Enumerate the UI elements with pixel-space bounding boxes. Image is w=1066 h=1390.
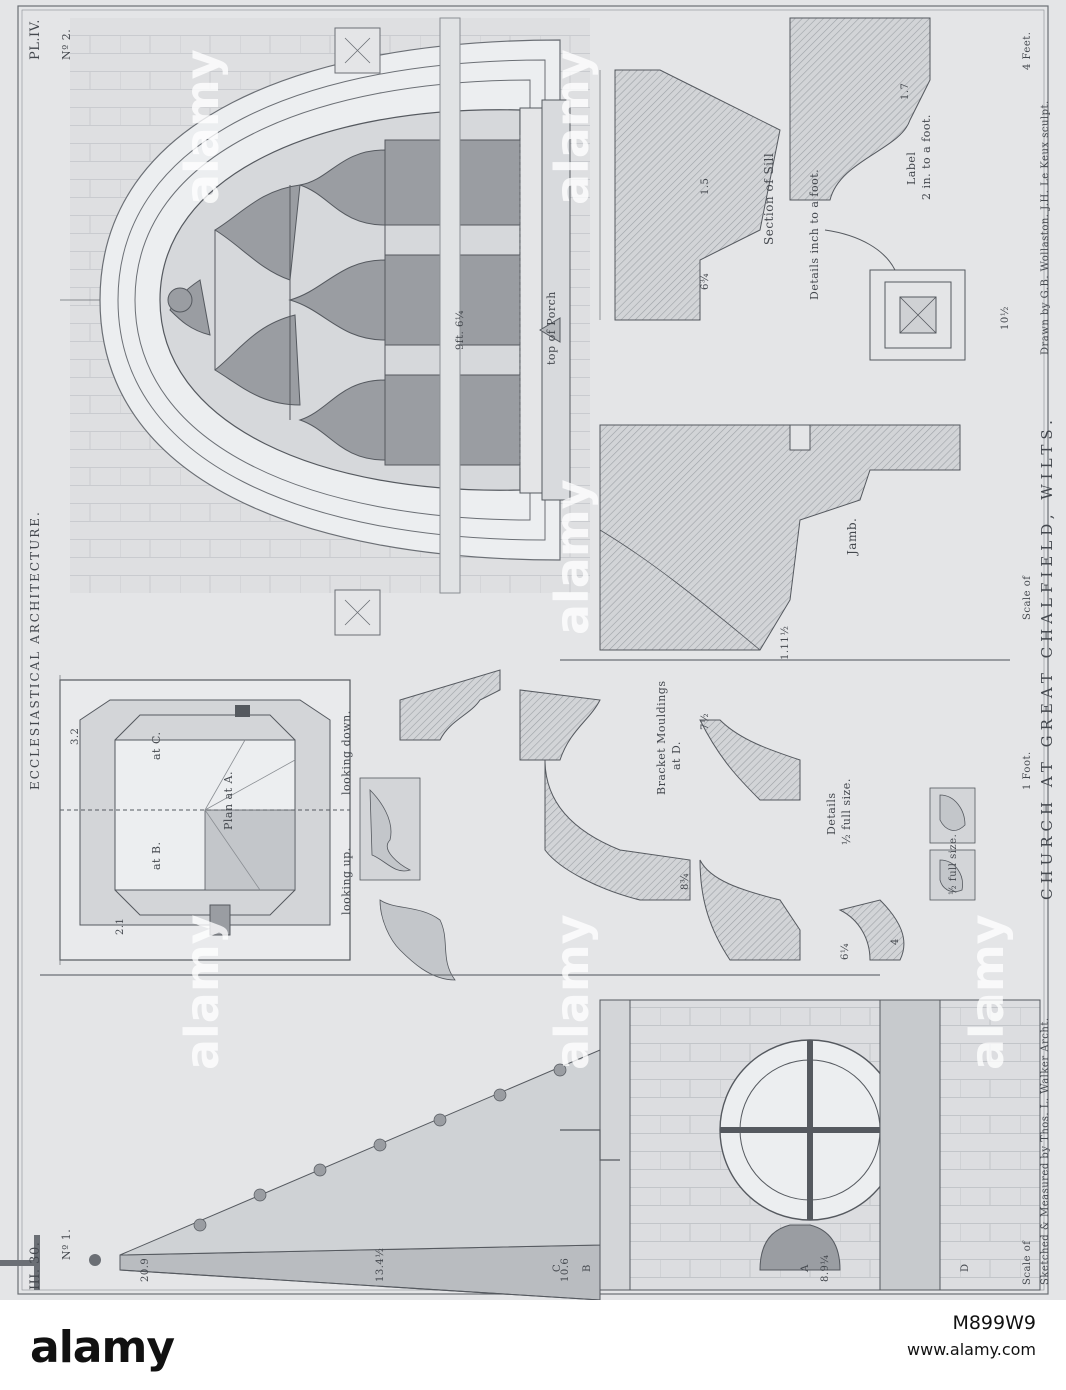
bracket-mouldings-label: Bracket Mouldings [655, 680, 668, 795]
carving-details [359, 777, 976, 981]
dim-spire-1: 13.4½ [375, 1247, 386, 1282]
plan-at-a-label: Plan at A. [222, 771, 235, 830]
letter-d: D [960, 1263, 971, 1272]
dim-10-1-2: 10½ [1000, 306, 1011, 330]
dim-spire-3: 20.9 [140, 1257, 151, 1282]
watermark: alamy [545, 479, 599, 635]
dim-1-7: 1.7 [900, 82, 911, 100]
top-of-porch-label: top of Porch [545, 291, 558, 365]
details-full-label: Details [825, 792, 838, 836]
label-moulding [789, 17, 931, 201]
spire-elevation [0, 999, 1041, 1300]
at-c-label: at C. [150, 731, 163, 761]
stock-footer: alamy M899W9 www.alamy.com [0, 1300, 1066, 1390]
dim-1-5: 1.5 [700, 177, 711, 195]
label-scale: 2 in. to a foot. [920, 114, 933, 200]
header-center: ECCLESIASTICAL ARCHITECTURE. [28, 510, 42, 790]
header-right: PL.IV. [28, 19, 43, 60]
label-title: Label [905, 151, 918, 185]
fig-2-label: Nº 2. [60, 28, 73, 60]
label-stop-detail [824, 229, 966, 361]
dim-8-3-4: 8¾ [680, 872, 691, 890]
bracket-mouldings-at-d: at D. [670, 741, 683, 770]
sill-section [614, 69, 781, 321]
dim-6-1-4: 6¼ [840, 942, 851, 960]
dim-spire-4: 8.9¼ [820, 1254, 831, 1282]
watermark: alamy [175, 49, 229, 205]
window-elevation [70, 17, 590, 636]
dim-window-width: 9ft. 6¼ [455, 310, 466, 350]
plate-drawing [0, 5, 1049, 1300]
dim-6-3-4: 6¾ [700, 272, 711, 290]
at-b-label: at B. [150, 841, 163, 870]
details-full-size: ½ full size. [840, 778, 853, 845]
scale-mid: Scale of [1022, 575, 1033, 620]
looking-up-label: looking up. [340, 847, 353, 915]
header-left: III. 30. [28, 1241, 43, 1290]
dim-spire-2: 10.6 [560, 1257, 571, 1282]
watermark: alamy [545, 914, 599, 1070]
watermark: alamy [960, 914, 1014, 1070]
image-id: M899W9 [952, 1312, 1036, 1334]
credit-left: Sketched & Measured by Thos. L. Walker A… [1040, 1017, 1051, 1285]
jamb-label: Jamb. [845, 517, 859, 555]
footer-title: CHURCH AT GREAT CHALFIELD, WILTS. [1038, 415, 1056, 900]
dim-4: 4 [890, 938, 901, 945]
credit-scale-left: Scale of [1022, 1240, 1033, 1285]
bracket-mouldings [399, 669, 905, 961]
dimension-lines [59, 70, 601, 965]
dim-7-1-2: 7½ [700, 712, 711, 730]
alamy-logo: alamy [30, 1322, 175, 1373]
credit-right: Drawn by G.B. Wollaston. J.H. Le Keux sc… [1040, 100, 1051, 355]
half-full-size-label: ½ full size. [948, 833, 959, 895]
porch-plan [59, 679, 351, 961]
dim-3-2: 3.2 [70, 727, 81, 745]
letter-b: B [582, 1264, 593, 1272]
footer-meta: M899W9 www.alamy.com [907, 1312, 1036, 1359]
letter-a: A [800, 1264, 811, 1272]
fig-1-label: Nº 1. [60, 1228, 73, 1260]
engraved-plate: III. 30. ECCLESIASTICAL ARCHITECTURE. PL… [0, 0, 1066, 1300]
watermark: alamy [545, 49, 599, 205]
details-scale-label: Details inch to a foot. [808, 168, 821, 300]
jamb-section [599, 424, 961, 651]
dim-2-1: 2.1 [115, 917, 126, 935]
dim-1-11: 1.11½ [780, 625, 791, 660]
scale-feet: 4 Feet. [1022, 31, 1033, 70]
footer-url: www.alamy.com [907, 1340, 1036, 1359]
scale-foot: 1 Foot. [1022, 751, 1033, 790]
section-of-sill-label: Section of Sill [762, 152, 776, 245]
watermark: alamy [175, 914, 229, 1070]
looking-down-label: looking down. [340, 710, 353, 795]
